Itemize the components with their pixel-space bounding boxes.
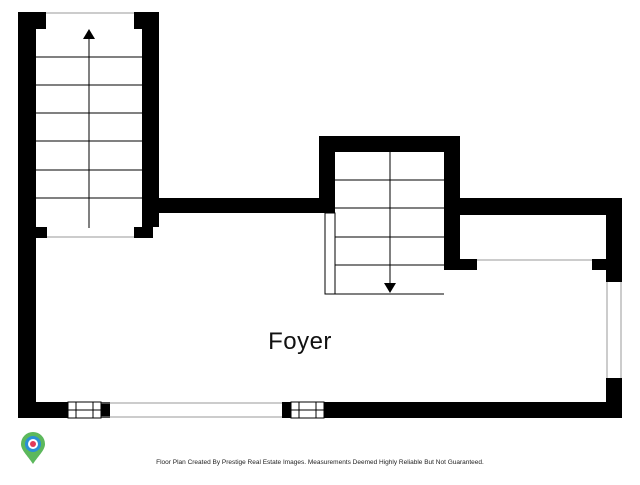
wall-stair2-left: [319, 136, 335, 213]
wall-right-stub-right: [592, 259, 622, 270]
wall-left: [18, 12, 36, 418]
arrow-up-icon: [83, 29, 95, 39]
stair-up: [36, 29, 142, 228]
bottom-doors: [67, 401, 325, 419]
wall-stair1-right: [142, 12, 159, 227]
wall-upper-middle: [153, 198, 333, 213]
wall-stair2-top: [319, 136, 460, 152]
walls: [18, 12, 622, 418]
wall-bottom-middle-2: [282, 402, 291, 418]
room-label-foyer: Foyer: [268, 328, 332, 355]
wall-bottom-right: [324, 402, 622, 418]
location-pin-icon: [21, 432, 45, 464]
arrow-down-icon: [384, 283, 396, 293]
wall-bottom-middle: [101, 402, 110, 418]
wall-stair1-left-stub: [36, 227, 47, 238]
wall-stair1-right-stub: [134, 227, 153, 238]
wall-stair1-top-left: [18, 12, 46, 29]
stair-down: [324, 152, 444, 295]
openings: [46, 12, 622, 418]
wall-upper-right: [444, 198, 622, 215]
wall-bottom-left: [18, 402, 68, 418]
wall-right-stub-left: [444, 259, 477, 270]
footer-disclaimer: Floor Plan Created By Prestige Real Esta…: [156, 459, 484, 466]
